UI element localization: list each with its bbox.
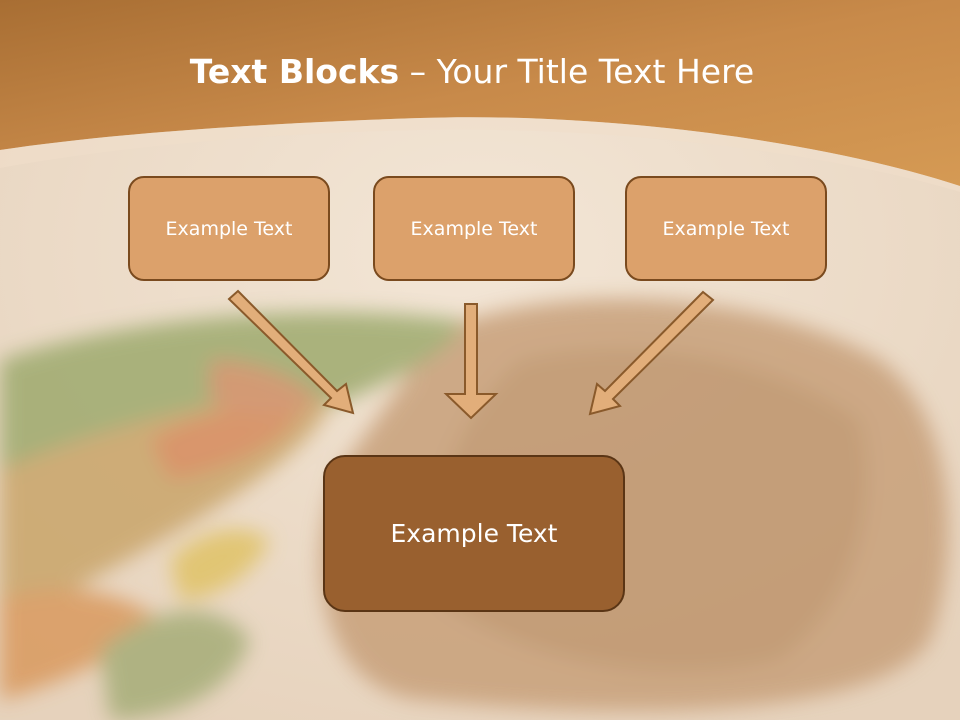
title-rest-part: – Your Title Text Here [399, 52, 755, 91]
text-block-middle[interactable]: Example Text [373, 176, 575, 281]
text-block-left-label: Example Text [165, 217, 293, 240]
text-block-right-label: Example Text [662, 217, 790, 240]
text-block-left[interactable]: Example Text [128, 176, 330, 281]
arrow-left-diagonal [227, 289, 355, 415]
center-text-block-label: Example Text [390, 519, 558, 548]
title-bold-part: Text Blocks [189, 52, 400, 91]
arrow-middle-down [443, 303, 499, 420]
text-block-right[interactable]: Example Text [625, 176, 827, 281]
text-block-middle-label: Example Text [410, 217, 538, 240]
center-text-block[interactable]: Example Text [323, 455, 625, 612]
slide-title: Text Blocks – Your Title Text Here [0, 52, 944, 91]
arrow-right-diagonal [588, 290, 715, 416]
